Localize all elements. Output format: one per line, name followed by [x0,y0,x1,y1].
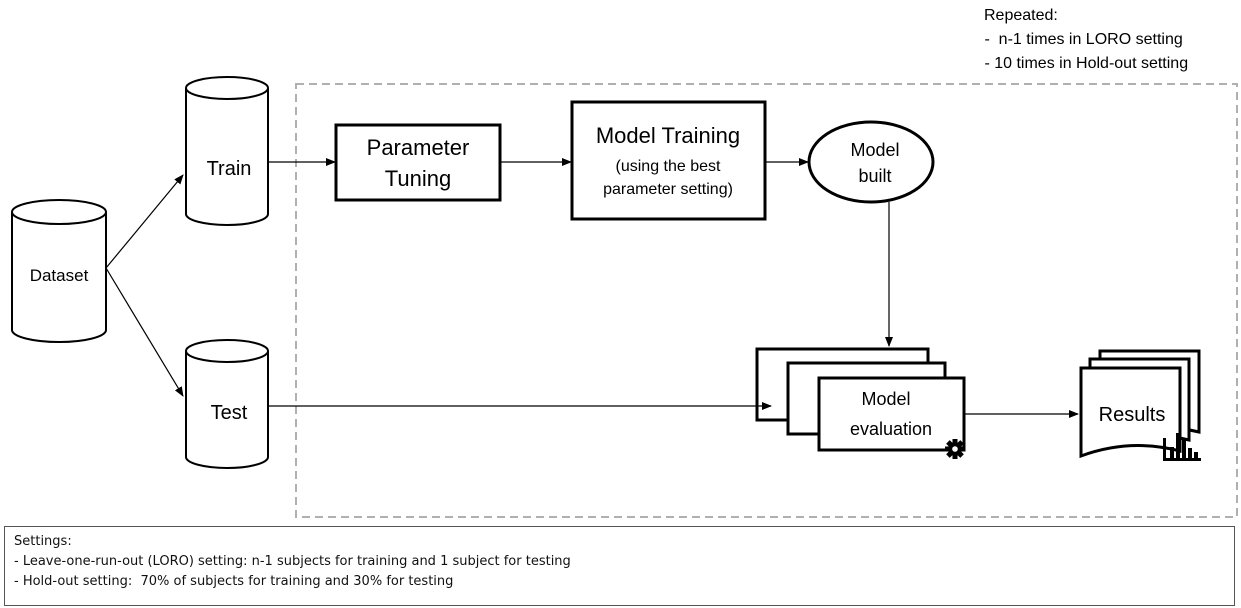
train-label: Train [207,158,252,180]
model-evaluation-label: Model [861,389,910,409]
repeat-note-line: - n-1 times in LORO setting [980,31,1183,48]
model-built-node: Model built [807,120,935,204]
model-built-label: built [858,166,891,186]
dataset-cylinder: Dataset [11,199,107,343]
test-label: Test [211,402,248,424]
bar-chart-icon [1163,433,1201,461]
settings-box: Settings: - Leave-one-run-out (LORO) set… [4,526,1235,606]
model-built-label: Model [850,140,899,160]
test-cylinder: Test [185,339,269,469]
results-label: Results [1099,404,1166,426]
dataset-label: Dataset [30,266,89,285]
connectors [105,158,1079,418]
model-evaluation-stack: Model evaluation [755,347,966,459]
repeat-note-title: Repeated: [984,7,1058,24]
model-training-subtitle: (using the best [616,158,722,175]
settings-title: Settings: [14,534,72,549]
parameter-tuning-label: Parameter [367,135,470,160]
dataset-to-test-arrow [105,267,184,397]
model-evaluation-label: evaluation [850,419,932,439]
model-training-box: Model Training (using the best parameter… [570,100,767,221]
results-document-stack: Results [1079,349,1201,461]
repetition-frame [295,83,1238,518]
dataset-to-train-arrow [105,174,184,269]
gear-icon [945,439,965,459]
parameter-tuning-box: Parameter Tuning [334,123,502,202]
settings-line: - Hold-out setting: 70% of subjects for … [14,574,454,589]
model-training-subtitle: parameter setting) [603,181,733,198]
train-cylinder: Train [185,76,269,226]
model-training-title: Model Training [596,123,740,148]
repeat-note: Repeated: - n-1 times in LORO setting - … [980,7,1188,72]
settings-line: - Leave-one-run-out (LORO) setting: n-1 … [14,554,571,569]
repeat-note-line: - 10 times in Hold-out setting [980,55,1188,72]
parameter-tuning-label: Tuning [385,166,451,191]
